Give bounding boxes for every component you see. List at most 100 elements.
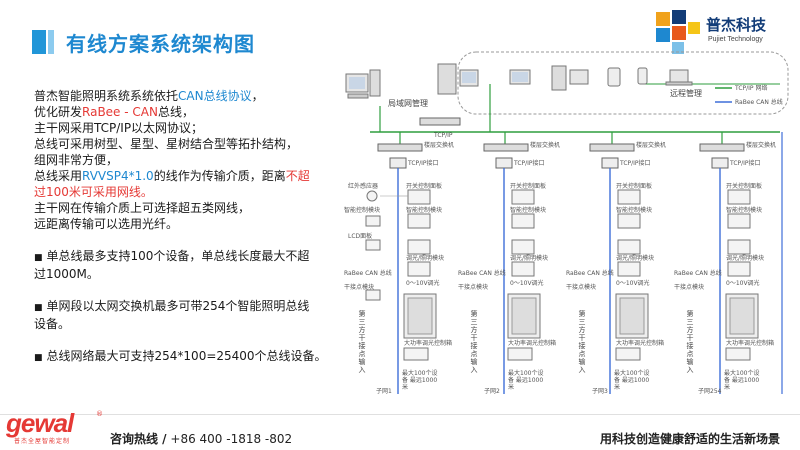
hotline-label: 咨询热线 / — [110, 432, 167, 446]
highlight-cable-type: RVVSP4*1.0 — [82, 169, 154, 183]
text-line: 总线可采用树型、星型、星树结合型等拓扑结构， — [34, 137, 299, 151]
remote-laptop-icon — [665, 69, 693, 86]
footer-slogan: 用科技创造健康舒适的生活新场景 — [600, 432, 781, 446]
label-tcp-port: TCP/IP接口 — [408, 160, 439, 167]
label-third-party-input: 第三方干接点输入 — [578, 310, 586, 374]
subnet-column-254 — [699, 132, 759, 394]
text-line: 优化研发RaBee - CAN总线， — [34, 105, 194, 119]
label-dry-contact: 干接点模块 — [566, 284, 597, 291]
label-subnet-254: 子网254 — [698, 388, 722, 395]
label-floor-switch: 楼层交换机 — [424, 142, 455, 149]
label-third-party-input: 第三方干接点输入 — [470, 310, 478, 374]
label-lan-management: 局域网管理 — [388, 99, 428, 108]
label-floor-switch: 楼层交换机 — [636, 142, 667, 149]
server-computer-icon — [437, 63, 479, 95]
bullet-item: ■单总线最多支持100个设备，单总线长度最大不超 过1000M。 — [34, 249, 310, 281]
label-tcp-port: TCP/IP接口 — [620, 160, 651, 167]
label-max-devices: 最大100个设备 最远1000米 — [402, 370, 438, 391]
label-subnet-1: 子网1 — [376, 388, 392, 395]
brand-logo: gewal — [6, 408, 74, 438]
remote-tablet-icon — [607, 67, 621, 87]
text-line: 主干网采用TCP/IP以太网协议； — [34, 121, 204, 135]
label-lcd-panel: LCD面板 — [348, 233, 373, 240]
highlight-rabee-can: RaBee - CAN — [82, 105, 158, 119]
description-text: 普杰智能照明系统系统依托CAN总线协议， 优化研发RaBee - CAN总线， … — [34, 88, 344, 366]
label-power-dimmer-box: 大功率调光控制箱 — [404, 340, 453, 347]
label-dimmer-module: 调光/照明模块 — [510, 255, 549, 262]
title-accent-bar — [32, 30, 54, 54]
registered-mark-icon: ® — [96, 410, 103, 418]
subnet-column-1 — [365, 132, 437, 394]
subnet-column-3 — [589, 132, 649, 394]
text-line: 总线采用RVVSP4*1.0的线作为传输介质，距离不超 — [34, 169, 310, 183]
logo-name-en: Pujiet Technology — [708, 36, 763, 43]
legend-can-label: RaBee CAN 总线 — [735, 99, 783, 106]
label-switch-panel: 开关控制面板 — [616, 183, 653, 190]
label-0-10v: 0～10V调光 — [510, 280, 544, 287]
label-0-10v: 0～10V调光 — [726, 280, 760, 287]
square-bullet-icon: ■ — [34, 353, 43, 363]
highlight-can-protocol: CAN总线协议 — [178, 89, 252, 103]
logo-name-cn: 普杰科技 — [706, 16, 767, 34]
label-subnet-3: 子网3 — [592, 388, 608, 395]
label-dry-contact: 干接点模块 — [674, 284, 705, 291]
text-line: 主干网在传输介质上可选择超五类网线， — [34, 201, 251, 215]
hotline-number: +86 400 -1818 -802 — [170, 432, 293, 446]
square-bullet-icon: ■ — [34, 303, 43, 313]
text-line: 普杰智能照明系统系统依托CAN总线协议， — [34, 89, 264, 103]
diagram-canvas — [345, 51, 789, 394]
text-line: 组网非常方便， — [34, 153, 119, 167]
label-third-party-input: 第三方干接点输入 — [686, 310, 694, 374]
label-smart-module: 智能控制模块 — [616, 207, 653, 214]
label-dry-contact: 干接点模块 — [344, 284, 375, 291]
lan-computer-icon — [345, 69, 381, 99]
label-max-devices: 最大100个设备 最远1000米 — [724, 370, 760, 391]
remote-phone-icon — [637, 67, 648, 85]
label-0-10v: 0～10V调光 — [406, 280, 440, 287]
label-can-bus: RaBee CAN 总线 — [674, 270, 722, 277]
footer-divider — [0, 414, 800, 415]
label-power-dimmer-box: 大功率调光控制箱 — [508, 340, 557, 347]
label-switch-panel: 开关控制面板 — [510, 183, 547, 190]
core-switch-icon — [419, 117, 461, 126]
text-line: 远距离传输可以选用光纤。 — [34, 217, 179, 231]
bullet-item: ■总线网络最大可支持254*100=25400个总线设备。 — [34, 349, 327, 363]
label-floor-switch: 楼层交换机 — [530, 142, 561, 149]
subnet-column-2 — [483, 132, 541, 394]
label-tcpip: TCP/IP — [434, 132, 453, 139]
label-remote-management: 远程管理 — [670, 89, 702, 98]
legend-tcp-label: TCP/IP 网络 — [735, 85, 768, 92]
label-subnet-2: 子网2 — [484, 388, 500, 395]
label-third-party-input: 第三方干接点输入 — [358, 310, 366, 374]
label-max-devices: 最大100个设备 最远1000米 — [508, 370, 544, 391]
label-can-bus: RaBee CAN 总线 — [458, 270, 506, 277]
label-switch-panel: 开关控制面板 — [406, 183, 443, 190]
label-tcp-port: TCP/IP接口 — [514, 160, 545, 167]
label-tcp-port: TCP/IP接口 — [730, 160, 761, 167]
remote-server-icon — [551, 65, 589, 91]
label-power-dimmer-box: 大功率调光控制箱 — [726, 340, 775, 347]
slide-title: 有线方案系统架构图 — [66, 32, 255, 56]
label-smart-module: 智能控制模块 — [726, 207, 763, 214]
label-dimmer-module: 调光/照明模块 — [616, 255, 655, 262]
remote-management-frame — [457, 51, 789, 115]
architecture-diagram: 局域网管理 远程管理 TCP/IP TCP/IP 网络 RaBee CAN 总线… — [340, 44, 796, 400]
text-line: 过100米可采用网线。 — [34, 185, 153, 199]
label-smart-module: 智能控制模块 — [406, 207, 443, 214]
brand-subtitle: 普杰全屋智能定制 — [14, 438, 71, 445]
label-smart-module: 智能控制模块 — [344, 207, 381, 214]
square-bullet-icon: ■ — [34, 253, 43, 263]
label-can-bus: RaBee CAN 总线 — [344, 270, 392, 277]
label-dimmer-module: 调光/照明模块 — [726, 255, 765, 262]
label-0-10v: 0～10V调光 — [616, 280, 650, 287]
company-logo: 普杰科技 Pujiet Technology — [652, 8, 782, 58]
label-dry-contact: 干接点模块 — [458, 284, 489, 291]
label-smart-module: 智能控制模块 — [510, 207, 547, 214]
label-floor-switch: 楼层交换机 — [746, 142, 777, 149]
hotline: 咨询热线 / +86 400 -1818 -802 — [110, 430, 292, 447]
remote-pc-icon — [509, 69, 531, 85]
label-dimmer-module: 调光/照明模块 — [406, 255, 445, 262]
label-switch-panel: 开关控制面板 — [726, 183, 763, 190]
label-power-dimmer-box: 大功率调光控制箱 — [616, 340, 665, 347]
label-can-bus: RaBee CAN 总线 — [566, 270, 614, 277]
